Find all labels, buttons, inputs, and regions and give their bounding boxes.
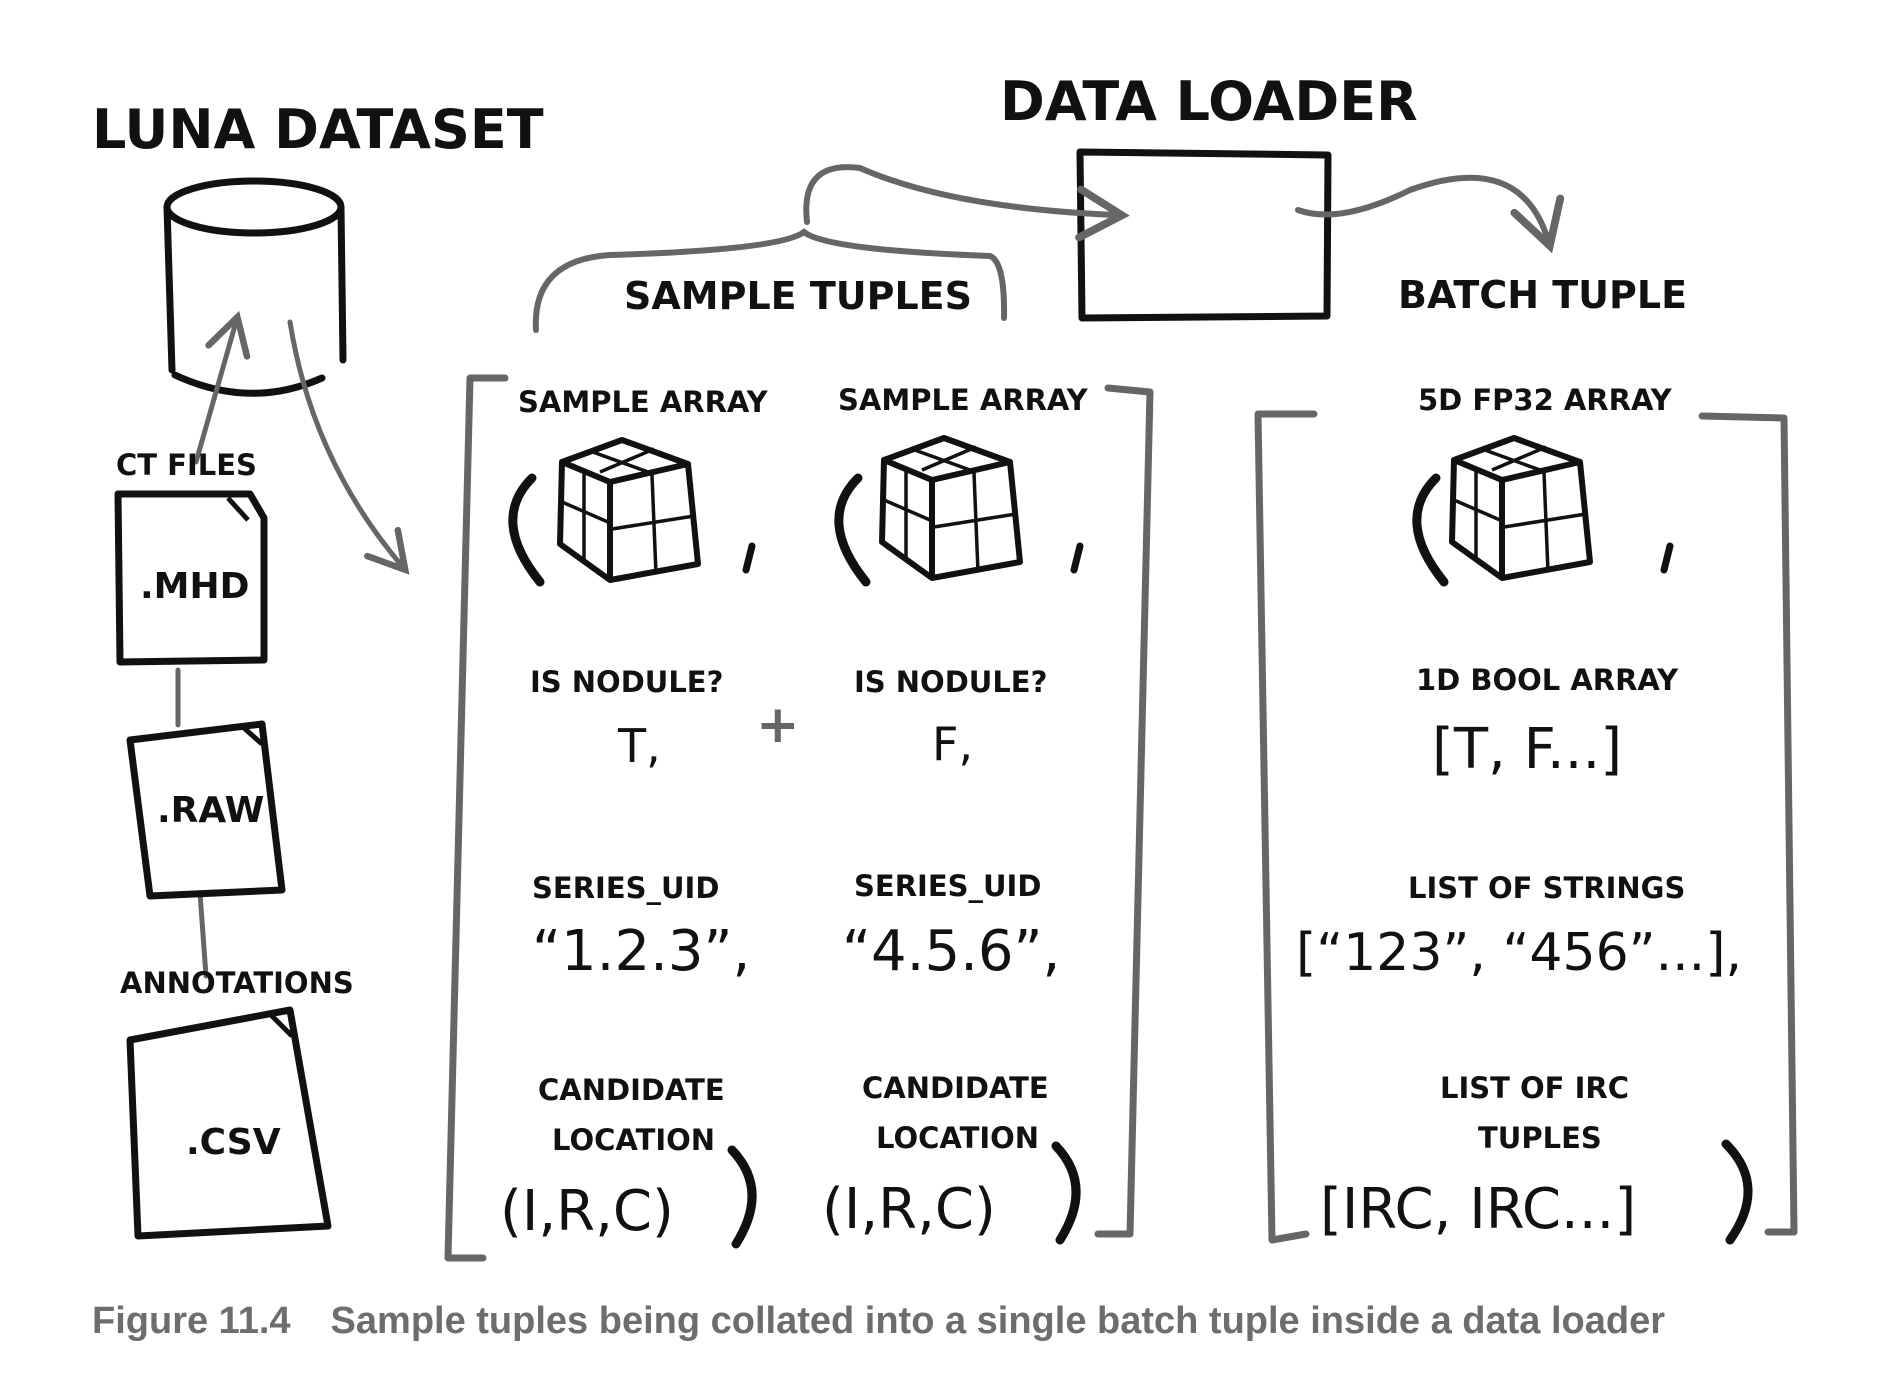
batch-array-label: 5D FP32 ARRAY	[1418, 383, 1673, 417]
strings-value: [“123”, “456”...],	[1296, 923, 1742, 983]
strings-label: LIST OF STRINGS	[1408, 871, 1685, 905]
batch-tuple-label: BATCH TUPLE	[1398, 273, 1687, 317]
nodule-label-2: IS NODULE?	[854, 665, 1047, 699]
sample-tuples-left-bracket	[444, 374, 509, 1262]
loader-to-batch-arrow	[1295, 174, 1565, 254]
sample-tuples-right-bracket	[1094, 384, 1154, 1238]
irc-label-b: TUPLES	[1478, 1121, 1602, 1155]
tuples-to-loader-arrow	[803, 164, 1130, 242]
figure-number: Figure 11.4	[92, 1300, 291, 1342]
loc-value-1: (I,R,C)	[500, 1179, 674, 1244]
batch-tuple-left-bracket	[1254, 410, 1318, 1244]
loc-label-2a: CANDIDATE	[862, 1071, 1049, 1105]
uid-label-2: SERIES_UID	[854, 869, 1041, 903]
uid-value-1: “1.2.3”,	[532, 919, 750, 984]
sample-array-cube-icon-2	[882, 438, 1020, 578]
irc-value: [IRC, IRC...]	[1320, 1177, 1636, 1242]
batch-array-comma	[1660, 542, 1674, 574]
ct-files-label: CT FILES	[116, 448, 257, 482]
loc-label-1b: LOCATION	[552, 1123, 715, 1157]
loc-label-1a: CANDIDATE	[538, 1073, 725, 1107]
sample-tuples-brace	[532, 228, 1008, 333]
nodule-value-2: F,	[932, 717, 973, 771]
file-connector-line	[175, 667, 209, 979]
nodule-value-1: T,	[617, 719, 661, 773]
annotations-label: ANNOTATIONS	[120, 966, 354, 1000]
batch-array-cube-icon	[1452, 438, 1590, 578]
dataset-to-tuples-arrow	[287, 319, 410, 575]
data-loader-title: DATA LOADER	[1000, 70, 1418, 133]
bool-array-value: [T, F...]	[1432, 717, 1622, 782]
uid-label-1: SERIES_UID	[532, 871, 719, 905]
tuple2-open-paren	[834, 473, 871, 587]
raw-file-icon	[126, 720, 286, 900]
sample-tuples-label: SAMPLE TUPLES	[624, 274, 972, 318]
sample-array-label-2: SAMPLE ARRAY	[838, 383, 1089, 417]
sample-array-label-1: SAMPLE ARRAY	[518, 385, 769, 419]
files-to-dataset-arrow	[193, 310, 251, 465]
figure-caption: Figure 11.4 Sample tuples being collated …	[92, 1300, 1665, 1343]
uid-value-2: “4.5.6”,	[842, 919, 1060, 984]
tuple1-array-comma	[742, 542, 756, 574]
bool-array-label: 1D BOOL ARRAY	[1416, 663, 1679, 697]
batch-open-paren	[1412, 473, 1449, 587]
tuple1-open-paren	[508, 473, 545, 587]
tuple1-close-paren	[727, 1145, 757, 1249]
batch-tuple-right-bracket	[1698, 412, 1798, 1236]
csv-file-label: .CSV	[186, 1122, 281, 1163]
plus-sign: +	[756, 695, 800, 755]
loc-label-2b: LOCATION	[876, 1121, 1039, 1155]
irc-label-a: LIST OF IRC	[1440, 1071, 1629, 1105]
nodule-label-1: IS NODULE?	[530, 665, 723, 699]
mhd-file-label: .MHD	[140, 566, 250, 607]
loc-value-2: (I,R,C)	[822, 1177, 996, 1242]
batch-close-paren	[1721, 1139, 1753, 1245]
sample-array-cube-icon-1	[560, 440, 698, 580]
data-loader-box	[1076, 148, 1332, 322]
tuple2-close-paren	[1051, 1141, 1081, 1245]
mhd-file-icon	[114, 490, 268, 666]
raw-file-label: .RAW	[157, 790, 264, 831]
figure-caption-text: Sample tuples being collated into a sing…	[330, 1300, 1666, 1342]
csv-file-icon	[126, 1006, 332, 1240]
luna-dataset-title: LUNA DATASET	[92, 98, 544, 161]
database-cylinder-icon	[163, 177, 347, 397]
tuple2-array-comma	[1070, 542, 1084, 574]
